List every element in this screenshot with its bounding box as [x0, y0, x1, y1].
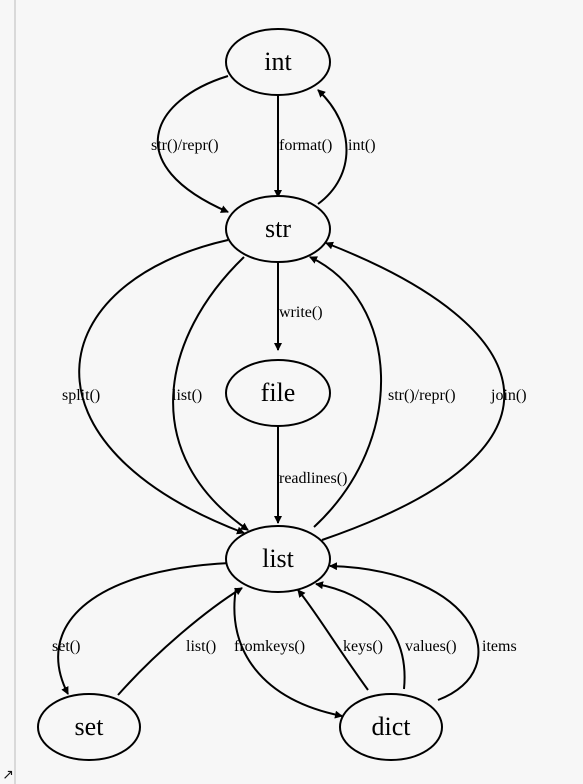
node-list	[225, 525, 331, 593]
edge-label-int-str-str-repr: str()/repr()	[151, 137, 219, 154]
edge-list-dict-fromkeys	[233, 587, 343, 719]
edge-label-dict-list-keys: keys()	[343, 638, 383, 655]
node-set	[37, 693, 141, 761]
edge-label-dict-list-items: items	[482, 638, 517, 655]
edge-label-dict-list-values: values()	[405, 638, 457, 655]
edge-label-str-int-int: int()	[348, 137, 376, 154]
edge-dict-list-values	[315, 581, 406, 690]
edge-label-int-str-format: format()	[279, 137, 332, 154]
edge-label-str-file-write: write()	[279, 304, 323, 321]
edge-label-set-list-list: list()	[186, 638, 216, 655]
edge-label-list-str-str-repr: str()/repr()	[388, 387, 456, 404]
edge-label-list-set-set: set()	[52, 638, 80, 655]
node-file	[225, 359, 331, 427]
edge-list-str-str-repr	[309, 256, 382, 528]
node-label-str: str	[265, 214, 291, 243]
edge-label-str-list-split: split()	[62, 387, 100, 404]
node-str	[225, 195, 331, 263]
node-label-set: set	[75, 712, 105, 741]
edge-list-set-set	[57, 562, 231, 695]
edge-str-list-split	[78, 239, 245, 535]
edge-label-str-list-list: list()	[172, 387, 202, 404]
edge-label-file-list-readlines: readlines()	[279, 470, 347, 487]
node-dict	[339, 693, 443, 761]
edge-dict-list-items	[329, 562, 480, 701]
node-int	[225, 28, 331, 96]
node-label-dict: dict	[372, 712, 412, 741]
edge-label-list-dict-fromkeys: fromkeys()	[234, 638, 305, 655]
edge-label-list-str-join: join()	[490, 387, 527, 404]
edge-dict-list-keys	[297, 589, 369, 691]
edge-str-int-int	[317, 89, 348, 205]
node-label-list: list	[262, 544, 295, 573]
node-label-file: file	[261, 378, 296, 407]
resize-arrow-icon[interactable]: ↗	[2, 767, 14, 783]
edge-int-str-str-repr	[156, 75, 229, 213]
edge-set-list-list	[117, 587, 243, 696]
edge-str-list-list	[172, 256, 249, 531]
node-label-int: int	[264, 47, 292, 76]
edge-list-str-join	[321, 241, 505, 541]
